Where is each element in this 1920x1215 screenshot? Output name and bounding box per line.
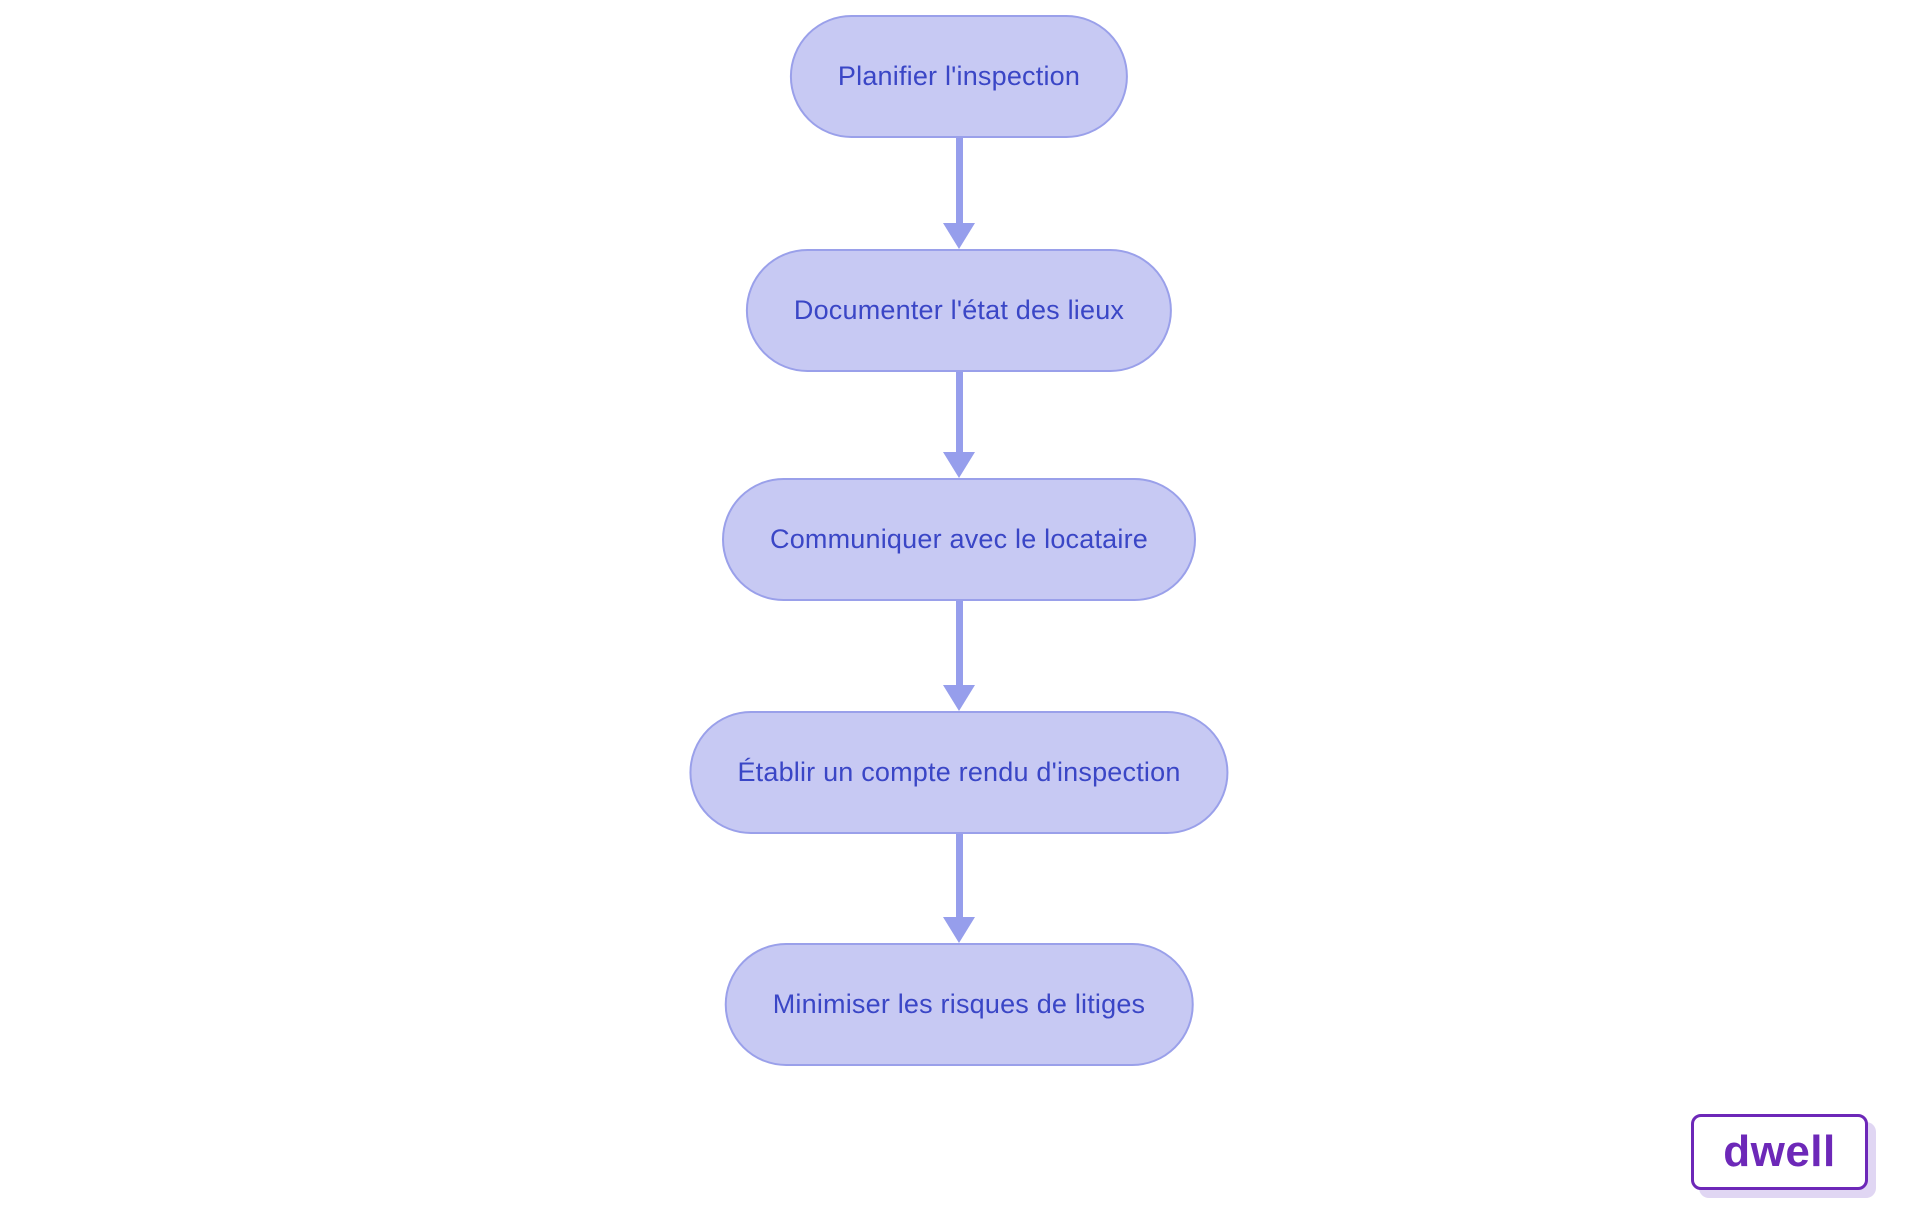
arrow-down-icon [943,685,975,711]
flow-connector-1 [943,138,975,249]
dwell-logo-text: dwell [1723,1127,1836,1176]
flow-node-label: Établir un compte rendu d'inspection [737,757,1181,787]
dwell-logo: dwell [1691,1114,1868,1190]
flow-node-communiquer-locataire: Communiquer avec le locataire [722,478,1196,601]
flow-node-planifier-inspection: Planifier l'inspection [789,15,1129,138]
arrow-down-icon [943,223,975,249]
arrow-down-icon [943,452,975,478]
arrow-line [955,601,963,685]
flow-node-label: Planifier l'inspection [837,61,1081,91]
flow-node-etablir-compte-rendu: Établir un compte rendu d'inspection [689,711,1229,834]
flow-node-minimiser-risques-litiges: Minimiser les risques de litiges [724,943,1194,1066]
flow-node-documenter-etat-des-lieux: Documenter l'état des lieux [745,249,1173,372]
arrow-down-icon [943,917,975,943]
flow-connector-2 [943,372,975,478]
flow-node-label: Documenter l'état des lieux [793,295,1125,325]
arrow-line [955,138,963,223]
flow-node-label: Communiquer avec le locataire [770,524,1148,554]
flow-connector-3 [943,601,975,711]
arrow-line [955,372,963,452]
arrow-line [955,834,963,917]
flow-node-label: Minimiser les risques de litiges [772,989,1146,1019]
flow-connector-4 [943,834,975,943]
